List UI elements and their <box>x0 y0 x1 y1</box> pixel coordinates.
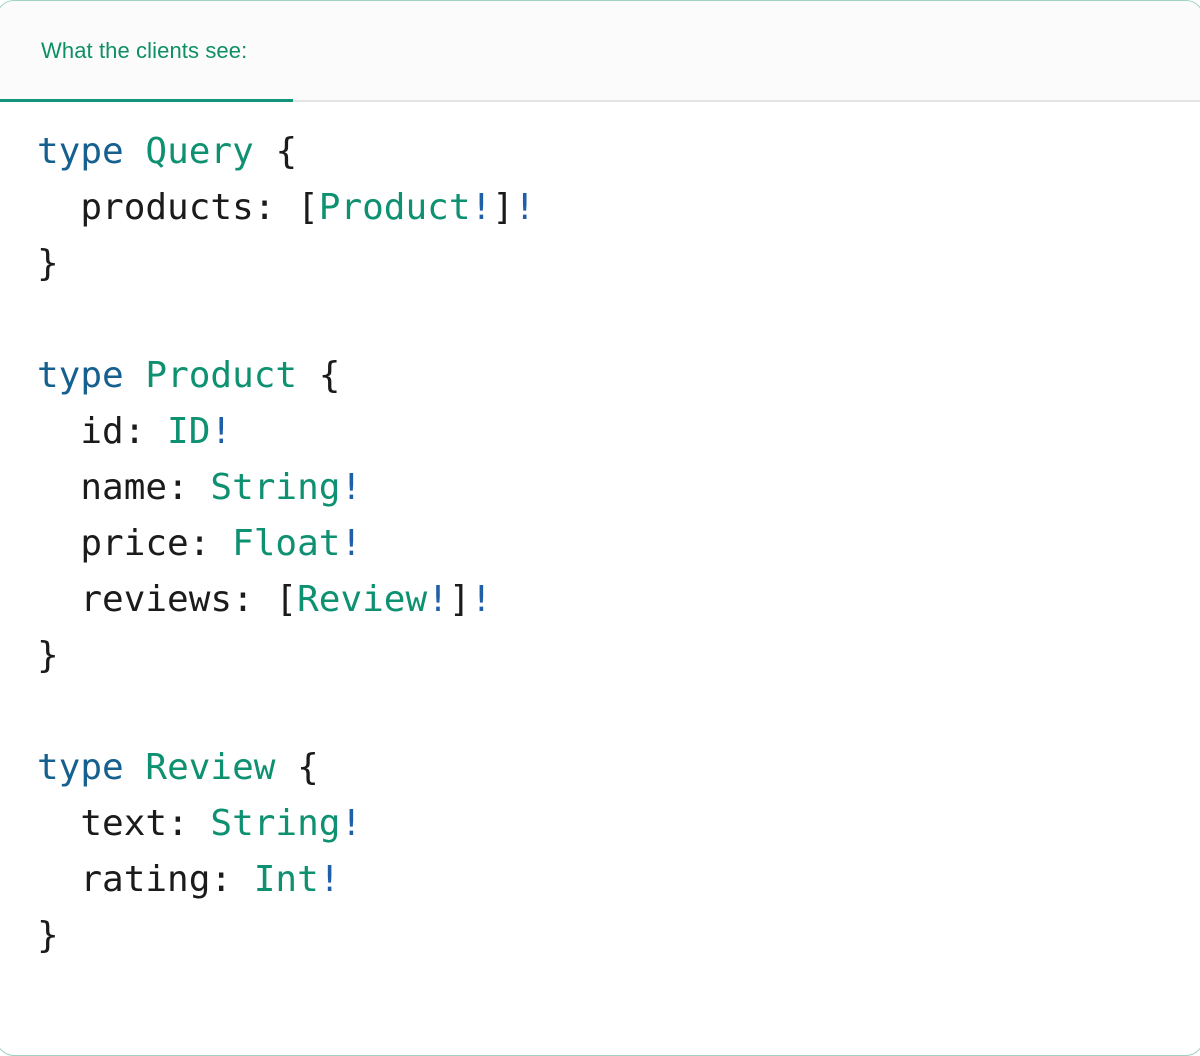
code-line-12: type Review { <box>37 740 1200 796</box>
code-area: type Query { products: [Product!]!} type… <box>0 102 1200 964</box>
code-line-5: type Product { <box>37 348 1200 404</box>
token-bang: ! <box>427 579 449 620</box>
code-line-9: reviews: [Review!]! <box>37 572 1200 628</box>
token-field-id: id: <box>37 411 168 452</box>
code-line-1: type Query { <box>37 124 1200 180</box>
token-keyword-type: type <box>37 355 124 396</box>
token-type-product: Product <box>145 355 298 396</box>
token-brace-open: { <box>275 131 298 172</box>
token-brace-close: } <box>37 243 59 284</box>
token-bracket-close: ] <box>492 187 514 228</box>
tab-label: What the clients see: <box>41 37 248 63</box>
token-space <box>297 355 319 396</box>
token-field-name: name: <box>37 467 211 508</box>
token-space <box>124 131 146 172</box>
token-space <box>124 355 146 396</box>
graphql-schema-code[interactable]: type Query { products: [Product!]!} type… <box>0 124 1200 964</box>
token-type-query: Query <box>145 131 254 172</box>
token-field-reviews: reviews: <box>37 579 276 620</box>
tab-what-the-clients-see[interactable]: What the clients see: <box>0 1 294 102</box>
token-space <box>254 131 276 172</box>
token-type-review: Review <box>145 747 276 788</box>
token-field-price: price: <box>37 523 233 564</box>
token-scalar-int: Int <box>253 859 319 900</box>
token-type-review: Review <box>297 579 428 620</box>
token-space <box>124 747 146 788</box>
token-bang: ! <box>318 859 341 900</box>
code-line-7: name: String! <box>37 460 1200 516</box>
token-bracket-open: [ <box>275 579 298 620</box>
token-brace-open: { <box>297 747 319 788</box>
token-scalar-id: ID <box>167 411 211 452</box>
code-line-3: } <box>37 236 1200 292</box>
token-scalar-string: String <box>210 467 341 508</box>
token-bang: ! <box>340 467 363 508</box>
tab-strip: What the clients see: <box>0 1 1200 102</box>
token-field-products: products: <box>37 187 298 228</box>
token-keyword-type: type <box>37 747 124 788</box>
token-bang: ! <box>340 523 363 564</box>
token-bracket-open: [ <box>297 187 319 228</box>
token-bracket-close: ] <box>448 579 471 620</box>
code-line-11-blank <box>37 684 1200 740</box>
token-bang: ! <box>470 579 493 620</box>
token-type-product: Product <box>318 187 471 228</box>
code-line-6: id: ID! <box>37 404 1200 460</box>
token-brace-open: { <box>318 355 341 396</box>
token-space <box>275 747 297 788</box>
token-bang: ! <box>470 187 493 228</box>
token-brace-close: } <box>37 915 59 956</box>
code-line-13: text: String! <box>37 796 1200 852</box>
token-field-text: text: <box>37 803 211 844</box>
token-scalar-float: Float <box>232 523 341 564</box>
token-bang: ! <box>340 803 363 844</box>
code-line-10: } <box>37 628 1200 684</box>
token-keyword-type: type <box>37 131 124 172</box>
token-bang: ! <box>210 411 233 452</box>
token-brace-close: } <box>37 635 59 676</box>
code-line-15: } <box>37 908 1200 964</box>
code-line-2: products: [Product!]! <box>37 180 1200 236</box>
code-line-4-blank <box>37 292 1200 348</box>
token-field-rating: rating: <box>37 859 254 900</box>
code-line-14: rating: Int! <box>37 852 1200 908</box>
token-scalar-string: String <box>210 803 341 844</box>
token-bang: ! <box>513 187 536 228</box>
code-line-8: price: Float! <box>37 516 1200 572</box>
